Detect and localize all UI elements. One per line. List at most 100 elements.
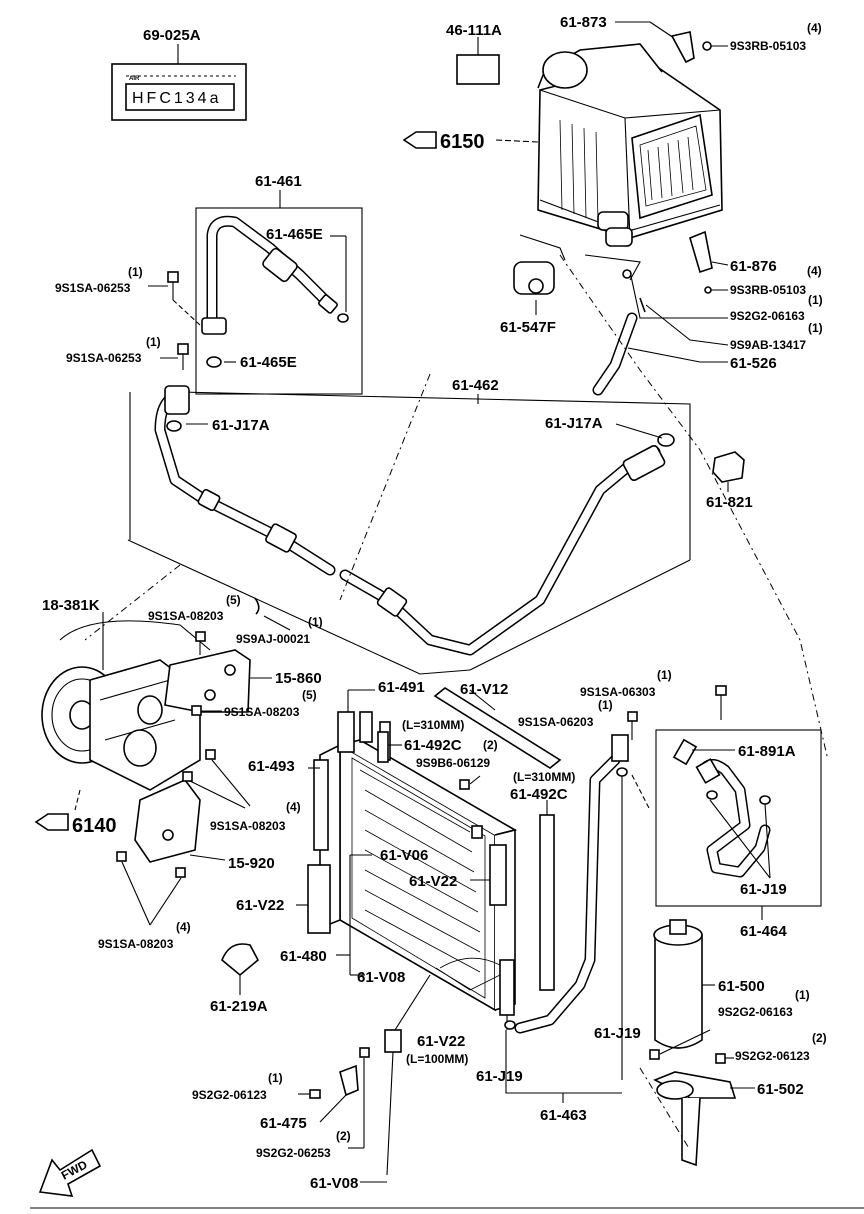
evaporator-unit (519, 43, 723, 281)
box-61-464 (655, 729, 822, 920)
label-69-025a: 69-025A (143, 27, 201, 44)
qty-9s9aj: (1) (308, 615, 323, 629)
label-61-465e-a: 61-465E (266, 226, 323, 243)
label-61-464: 61-464 (740, 923, 787, 940)
fwd-arrow-icon (38, 1148, 102, 1197)
label-9s9b6: 9S9B6-06129 (416, 756, 490, 770)
part-61-219a (221, 943, 260, 995)
label-9s2g2-06253: 9S2G2-06253 (256, 1146, 331, 1160)
label-61-j17a-a: 61-J17A (212, 417, 270, 434)
label-9s3rb-mid: 9S3RB-05103 (730, 283, 806, 297)
receiver-drier-61-500 (653, 919, 715, 1049)
label-61-493: 61-493 (248, 758, 295, 775)
qty-9s2g2-06163-a: (1) (808, 293, 823, 307)
label-l100: (L=100MM) (406, 1052, 468, 1066)
label-6140: 6140 (72, 815, 117, 837)
part-61-v08-lower (348, 974, 431, 1183)
label-61-v12: 61-V12 (460, 681, 508, 698)
qty-9s9b6: (2) (483, 738, 498, 752)
label-9s1sa-08203-a: 9S1SA-08203 (148, 609, 224, 623)
bolt-9s2g2-06163-top (622, 269, 632, 279)
qty-9s1sa-06253-a: (1) (128, 265, 143, 279)
bracket-15-920 (116, 749, 251, 926)
label-9s1sa-08203-b: 9S1SA-08203 (224, 705, 300, 719)
label-61-821: 61-821 (706, 494, 753, 511)
pointer-6150 (402, 131, 539, 149)
qty-9s2g2-06163-b: (1) (795, 988, 810, 1002)
qty-9s1sa-06303: (1) (657, 668, 672, 682)
label-l310-a: (L=310MM) (402, 718, 464, 732)
bolt-9s1sa-06253-a (148, 271, 201, 326)
qty-9s2g2-06123-b: (2) (812, 1031, 827, 1045)
seal-61-492c-a (377, 731, 389, 763)
part-46-111a (456, 54, 500, 85)
label-61-v22-c: 61-V22 (417, 1033, 465, 1050)
bolts-9s9b6-06129 (459, 775, 483, 839)
bolts-9s1sa-06303-06203 (627, 685, 727, 740)
leader-61-876 (711, 261, 729, 266)
label-61-475: 61-475 (260, 1115, 307, 1132)
label-9s2g2-06163-b: 9S2G2-06163 (718, 1005, 793, 1019)
seal-61-v22-lower (499, 959, 515, 1016)
label-61-492c-a: 61-492C (404, 737, 462, 754)
label-61-463: 61-463 (540, 1107, 587, 1124)
label-9s1sa-06253-b: 9S1SA-06253 (66, 351, 142, 365)
qty-9s1sa-08203-d: (4) (176, 920, 191, 934)
qty-9s1sa-08203-b: (5) (302, 688, 317, 702)
label-card-69-025a (111, 44, 247, 121)
qty-9s9ab: (1) (808, 321, 823, 335)
hose-61-462 (127, 385, 691, 675)
seal-61-492c-b (539, 814, 555, 991)
label-61-873: 61-873 (560, 14, 607, 31)
label-9s1sa-06203: 9S1SA-06203 (518, 715, 594, 729)
centerline-right (559, 254, 829, 761)
qty-9s1sa-06253-b: (1) (146, 335, 161, 349)
label-61-492c-b: 61-492C (510, 786, 568, 803)
label-61-461: 61-461 (255, 173, 302, 190)
label-61-465e-b: 61-465E (240, 354, 297, 371)
label-61-891a: 61-891A (738, 743, 796, 760)
part-61-873 (615, 21, 728, 64)
clip-9s9ab (639, 297, 646, 313)
qty-9s1sa-08203-c: (4) (286, 800, 301, 814)
label-15-860: 15-860 (275, 670, 322, 687)
label-61-j19-b: 61-J19 (594, 1025, 641, 1042)
label-61-462: 61-462 (452, 377, 499, 394)
seal-61-v12 (433, 687, 562, 769)
label-61-v08-b: 61-V08 (310, 1175, 358, 1192)
label-46-111a: 46-111A (446, 22, 502, 39)
qty-9s1sa-08203-a: (5) (226, 593, 241, 607)
part-61-821 (712, 451, 745, 492)
label-l310-b: (L=310MM) (513, 770, 575, 784)
label-9s2g2-06123-b: 9S2G2-06123 (735, 1049, 810, 1063)
qty-9s3rb-top: (4) (807, 21, 822, 35)
label-18-381k: 18-381K (42, 597, 100, 614)
part-61-475 (298, 1064, 359, 1123)
label-61-j19-a: 61-J19 (740, 881, 787, 898)
card-air-text: AIR (129, 76, 140, 82)
seal-61-v22-left (307, 864, 331, 934)
qty-9s3rb-mid: (4) (807, 264, 822, 278)
box-61-461 (195, 190, 363, 395)
bolt-9s1sa-06253-b (160, 343, 189, 370)
qty-9s1sa-06203: (1) (598, 698, 613, 712)
label-61-v08-a: 61-V08 (357, 969, 405, 986)
label-61-j19-c: 61-J19 (476, 1068, 523, 1085)
label-9s2g2-06123-a: 9S2G2-06123 (192, 1088, 267, 1102)
label-6150: 6150 (440, 131, 485, 153)
label-61-876: 61-876 (730, 258, 777, 275)
label-9s1sa-08203-c: 9S1SA-08203 (210, 819, 286, 833)
bracket-61-502 (639, 1029, 755, 1167)
label-61-526: 61-526 (730, 355, 777, 372)
label-61-v22-b: 61-V22 (236, 897, 284, 914)
label-61-500: 61-500 (718, 978, 765, 995)
seal-61-v22-right (489, 844, 507, 906)
bracket-15-860 (164, 649, 272, 713)
label-9s1sa-08203-d: 9S1SA-08203 (98, 937, 174, 951)
label-61-547f: 61-547F (500, 319, 556, 336)
bolts-9s1sa-08203-upper (191, 597, 291, 716)
part-61-876 (689, 230, 713, 274)
label-9s9ab: 9S9AB-13417 (730, 338, 806, 352)
label-61-v06: 61-V06 (380, 847, 428, 864)
